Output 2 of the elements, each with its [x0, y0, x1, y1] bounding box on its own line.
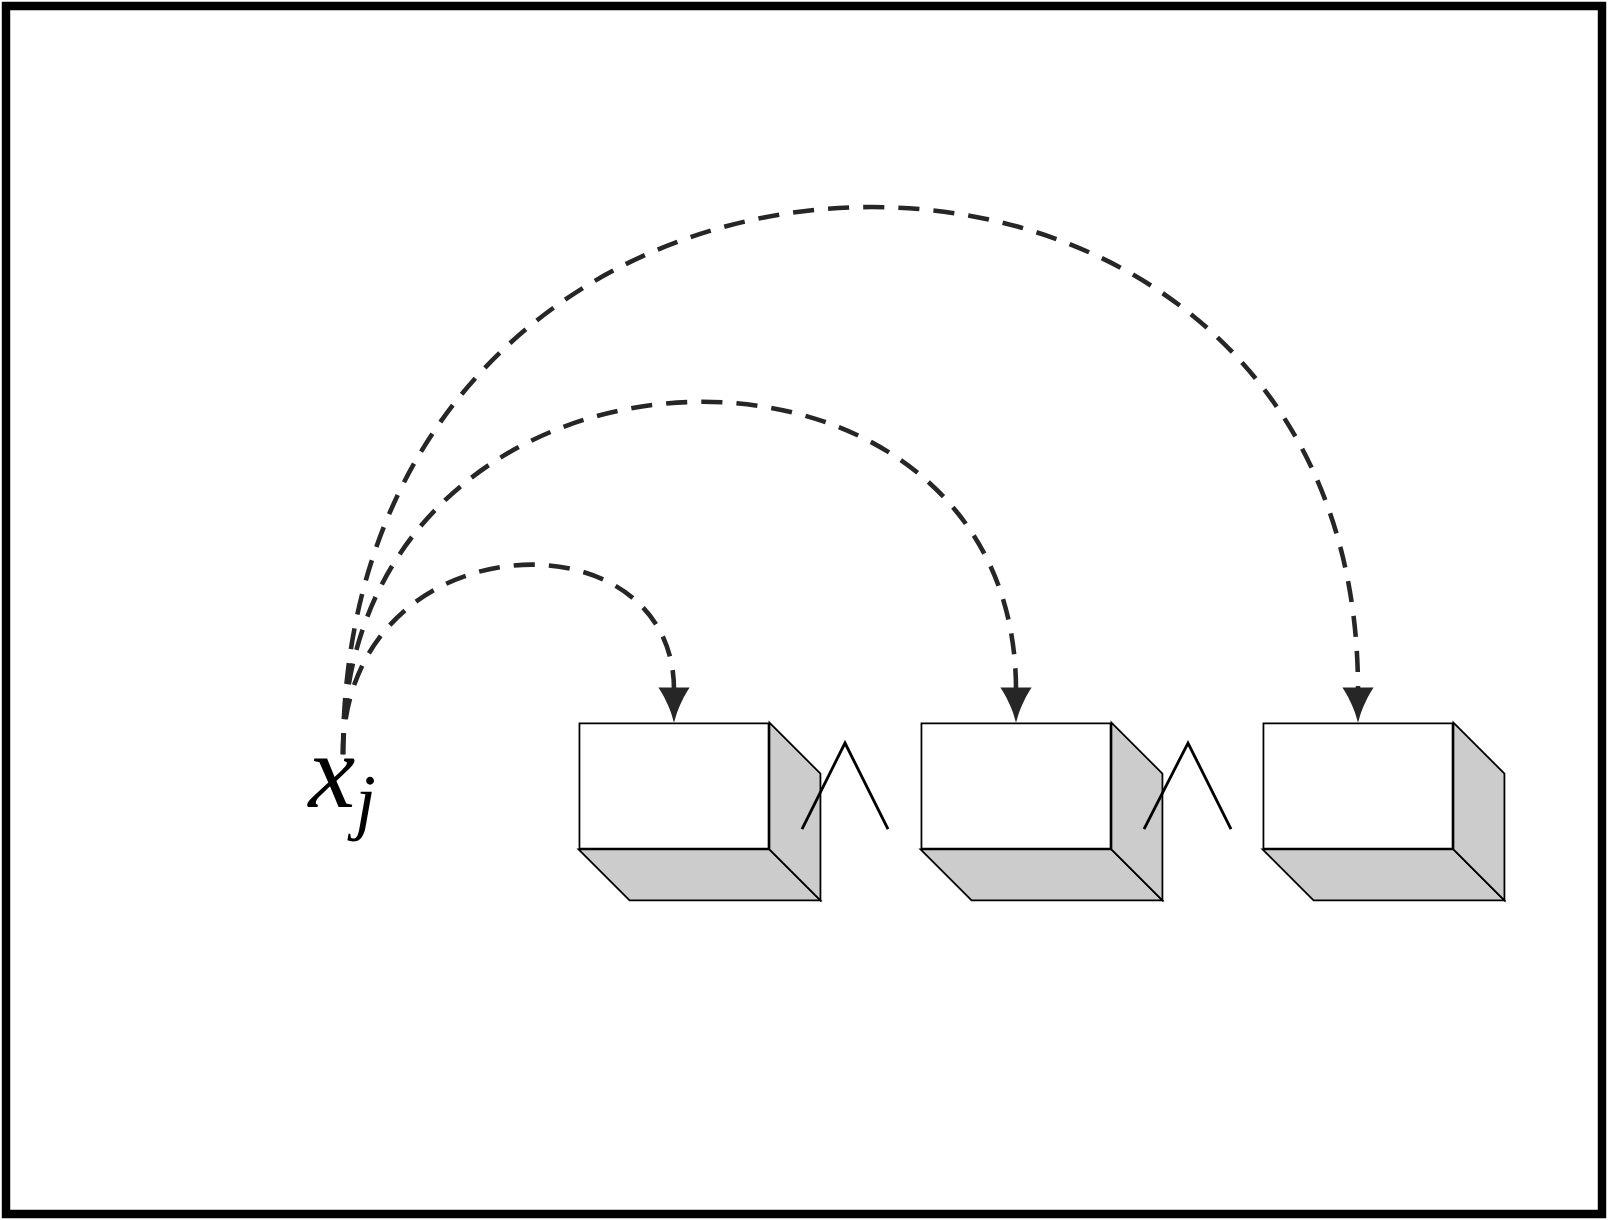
variable-label: x$_{j}$ [307, 758, 374, 842]
arrow [340, 205, 1372, 755]
